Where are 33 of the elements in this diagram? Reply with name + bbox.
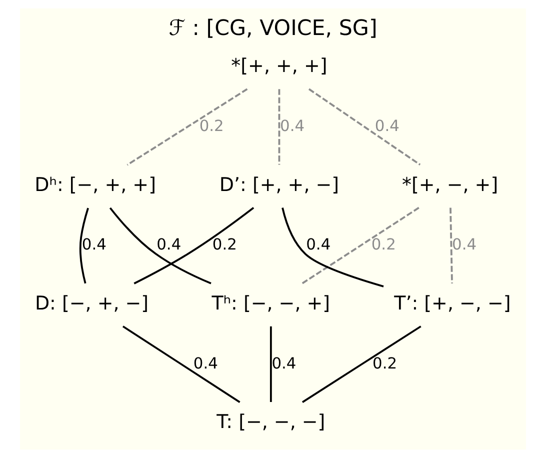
node-text: D: [−, +, −] [34,292,148,314]
node-text: Tʰ: [−, −, +] [211,292,330,314]
connector [281,208,384,288]
node-text: T: [−, −, −] [216,411,325,434]
edge-label: 0.2 [212,236,236,254]
edge-label: 0.2 [198,117,224,136]
diagram-title: ℱ : [CG, VOICE, SG] [168,16,377,41]
edge-label: 0.4 [452,236,476,254]
connector [278,89,280,165]
node-text: Dʰ: [−, +, +] [34,174,156,196]
node-text: T’: [+, −, −] [394,292,510,314]
edge-label: 0.4 [271,354,296,372]
connector [133,206,254,284]
connector [78,208,88,284]
edge-label: 0.4 [156,236,181,254]
node-text: *[+, −, +] [402,174,498,196]
connector [269,326,272,402]
node-text: D’: [+, +, −] [218,174,339,196]
edge-label: 0.4 [374,117,399,136]
edge-label: 0.4 [192,354,218,372]
connector [301,206,419,284]
edge-label: 0.4 [81,236,106,254]
connector [126,88,248,166]
edge-label: 0.4 [280,117,304,136]
node-text: *[+, +, +] [230,55,327,78]
connector [449,208,452,284]
connector [108,207,211,284]
connector [308,88,420,166]
edge-label: 0.2 [370,236,396,254]
connector [122,326,240,403]
edge-label: 0.2 [372,354,397,372]
edge-label: 0.4 [306,236,330,254]
connector [301,326,421,403]
